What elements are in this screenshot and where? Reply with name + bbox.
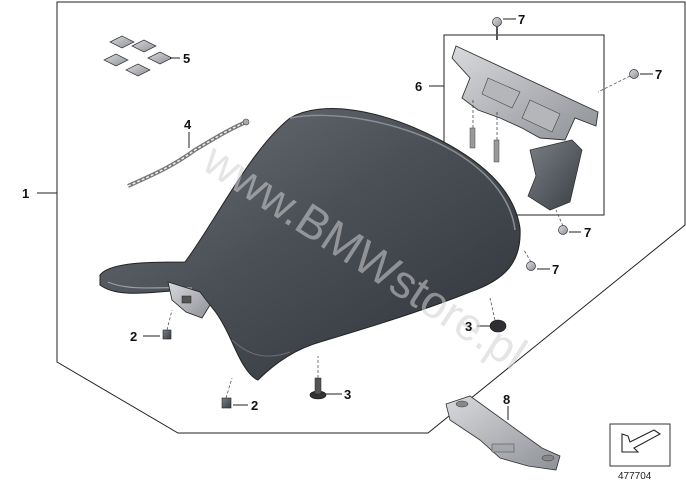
callout-5: 5 bbox=[183, 51, 190, 66]
callout-3-center: 3 bbox=[344, 387, 351, 402]
direction-arrow-icon bbox=[621, 429, 662, 453]
orientation-box bbox=[609, 423, 671, 467]
clips-part bbox=[103, 35, 173, 77]
callout-3-right: 3 bbox=[465, 319, 472, 334]
callout-7-mid-right: 7 bbox=[584, 225, 591, 240]
callout-7-seat-right: 7 bbox=[552, 262, 559, 277]
seat-drawing bbox=[99, 108, 521, 381]
callout-2-left: 2 bbox=[130, 329, 137, 344]
assembly-frame bbox=[56, 1, 686, 434]
diagram-number: 477704 bbox=[618, 471, 652, 482]
handle-set-frame bbox=[443, 34, 605, 216]
callout-6: 6 bbox=[415, 79, 422, 94]
callout-1: 1 bbox=[22, 186, 29, 201]
cable-part bbox=[127, 118, 250, 188]
fastener-parts bbox=[162, 17, 639, 409]
bracket-part bbox=[445, 395, 561, 471]
handle-part bbox=[451, 45, 599, 211]
callout-8: 8 bbox=[503, 392, 510, 407]
callout-4: 4 bbox=[184, 117, 192, 132]
callout-7-upper-right: 7 bbox=[655, 67, 662, 82]
callout-2-bottom: 2 bbox=[251, 398, 258, 413]
callout-7-top: 7 bbox=[518, 12, 525, 27]
